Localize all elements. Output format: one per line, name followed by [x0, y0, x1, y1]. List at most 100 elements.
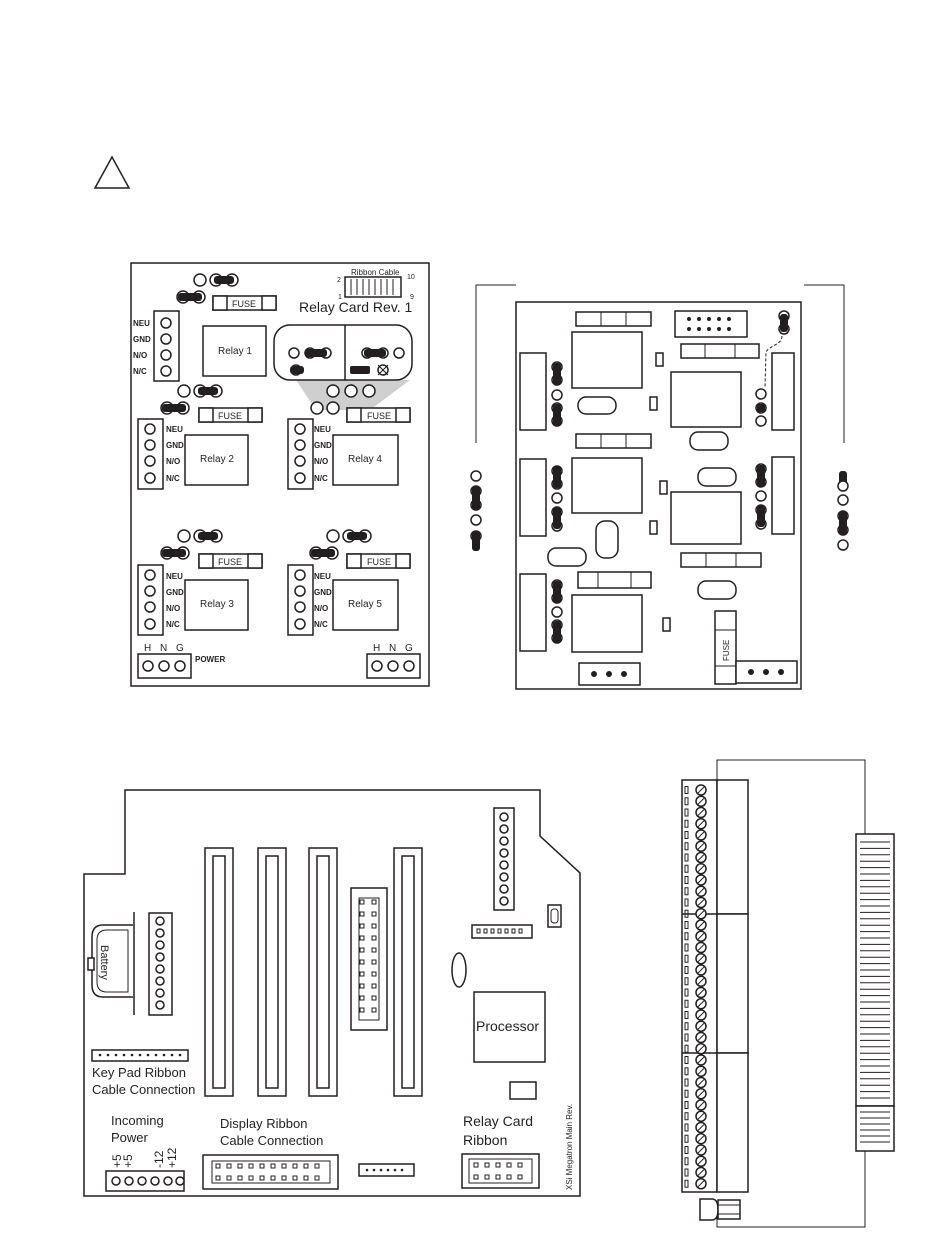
terminal-slot — [684, 1123, 689, 1132]
fuse-label: FUSE — [367, 557, 391, 567]
hng-label-h: H — [373, 643, 380, 654]
voltage-label: +5 — [110, 1154, 124, 1168]
terminal-label-neu: NEU — [314, 572, 331, 581]
hng-label-g: G — [176, 643, 184, 654]
relay-3-block: FUSE NEU GND N/O N/C Relay 3 — [137, 529, 263, 636]
pin-number: 9 — [410, 294, 414, 301]
terminal-label-gnd: GND — [314, 441, 332, 450]
terminal-slot — [684, 1157, 689, 1166]
power-terminal-left: H N G POWER — [137, 643, 225, 679]
battery-holder: Battery — [87, 912, 135, 1015]
terminal-slot — [684, 1056, 689, 1064]
terminal-label-no: N/O — [166, 457, 180, 466]
voltage-label: +12 — [165, 1147, 179, 1168]
terminal-label-nc: N/C — [314, 474, 328, 483]
power-label: POWER — [195, 655, 225, 664]
fuse-label: FUSE — [367, 411, 391, 421]
terminal-label-gnd: GND — [314, 588, 332, 597]
terminal-slot — [684, 1089, 689, 1098]
terminal-slot — [684, 797, 689, 806]
voltage-label: -12 — [152, 1150, 166, 1168]
terminal-label-gnd: GND — [166, 588, 184, 597]
terminal-slot — [684, 842, 689, 851]
terminal-slot — [684, 864, 689, 873]
terminal-slot — [684, 966, 689, 974]
main-board: Battery Key Pad Ribbon Cable Connection — [83, 789, 581, 1197]
terminal-slot — [684, 898, 689, 907]
hng-label-g: G — [405, 643, 413, 654]
terminal-label-no: N/O — [314, 604, 328, 613]
relay-1-block: FUSE NEU GND N/O N/C Relay 1 — [133, 273, 277, 382]
terminal-label-no: N/O — [314, 457, 328, 466]
terminal-slot — [684, 954, 689, 963]
terminal-slot — [684, 1022, 689, 1031]
terminal-label-gnd: GND — [133, 335, 151, 344]
expansion-board: FUSE — [470, 284, 849, 690]
hng-label-n: N — [389, 643, 396, 654]
terminal-slot — [684, 1134, 689, 1143]
fuse-label: FUSE — [232, 299, 256, 309]
terminal-slot — [684, 887, 689, 896]
terminal-slot — [684, 1168, 689, 1177]
revision-label: XSi Megatron Main Rev. — [565, 1104, 574, 1190]
terminal-slot — [684, 988, 689, 997]
relay-4-block: FUSE NEU GND N/O N/C Relay 4 — [287, 407, 411, 490]
terminal-slot — [684, 943, 689, 952]
ribbon-cable-label: Ribbon Cable — [351, 268, 400, 277]
hng-label-n: N — [160, 643, 167, 654]
terminal-slot — [684, 1101, 689, 1109]
terminal-label-nc: N/C — [133, 367, 147, 376]
voltage-label: +5 — [121, 1154, 135, 1168]
terminal-strip — [681, 759, 895, 1228]
pin-number: 1 — [338, 294, 342, 301]
terminal-label-no: N/O — [133, 351, 147, 360]
relay-2-label: Relay 2 — [200, 454, 234, 465]
incoming-power-line1: Incoming — [111, 1113, 164, 1128]
led-indicator — [699, 1198, 741, 1221]
relay-card: Ribbon Cable 2 10 1 9 Relay Card Rev. 1 … — [130, 262, 430, 687]
fuse-label: FUSE — [722, 640, 731, 661]
keypad-label-line1: Key Pad Ribbon — [92, 1065, 186, 1080]
display-ribbon-line2: Cable Connection — [220, 1133, 323, 1148]
ribbon-cable-connector: Ribbon Cable 2 10 1 9 — [337, 268, 415, 301]
terminal-slot — [684, 921, 689, 929]
terminal-slot — [684, 831, 689, 839]
hng-label-h: H — [144, 643, 151, 654]
terminal-slot — [684, 819, 689, 828]
terminal-label-nc: N/C — [314, 620, 328, 629]
terminal-slot — [684, 853, 689, 862]
warning-triangle-icon — [93, 155, 131, 189]
terminal-slot — [684, 1033, 689, 1042]
fuse-label: FUSE — [218, 557, 242, 567]
terminal-label-neu: NEU — [314, 425, 331, 434]
relay-card-title: Relay Card Rev. 1 — [299, 299, 413, 315]
terminal-slot — [684, 1011, 689, 1019]
terminal-slot — [684, 876, 689, 884]
jumper-detail — [273, 324, 413, 415]
relay-3-label: Relay 3 — [200, 599, 234, 610]
relay-card-ribbon-line2: Ribbon — [463, 1132, 507, 1148]
terminal-slot — [684, 786, 689, 794]
pin-number: 10 — [407, 274, 415, 281]
terminal-slot — [684, 1044, 689, 1053]
relay-card-ribbon-line1: Relay Card — [463, 1113, 533, 1129]
battery-label: Battery — [98, 945, 110, 980]
terminal-slot — [684, 1067, 689, 1076]
terminal-label-neu: NEU — [166, 572, 183, 581]
relay-5-block: FUSE NEU GND N/O N/C Relay 5 — [287, 529, 411, 636]
terminal-slot — [684, 909, 689, 918]
terminal-label-nc: N/C — [166, 474, 180, 483]
fuse-label: FUSE — [218, 411, 242, 421]
terminal-slot — [684, 932, 689, 941]
terminal-slot — [684, 1179, 689, 1188]
processor-label: Processor — [476, 1018, 539, 1034]
relay-5-label: Relay 5 — [348, 599, 382, 610]
incoming-power-line2: Power — [111, 1130, 149, 1145]
relay-1-label: Relay 1 — [218, 346, 252, 357]
display-ribbon-line1: Display Ribbon — [220, 1116, 307, 1131]
terminal-slot — [684, 1146, 689, 1154]
relay-4-label: Relay 4 — [348, 454, 382, 465]
pin-number: 2 — [337, 277, 341, 284]
terminal-label-neu: NEU — [166, 425, 183, 434]
